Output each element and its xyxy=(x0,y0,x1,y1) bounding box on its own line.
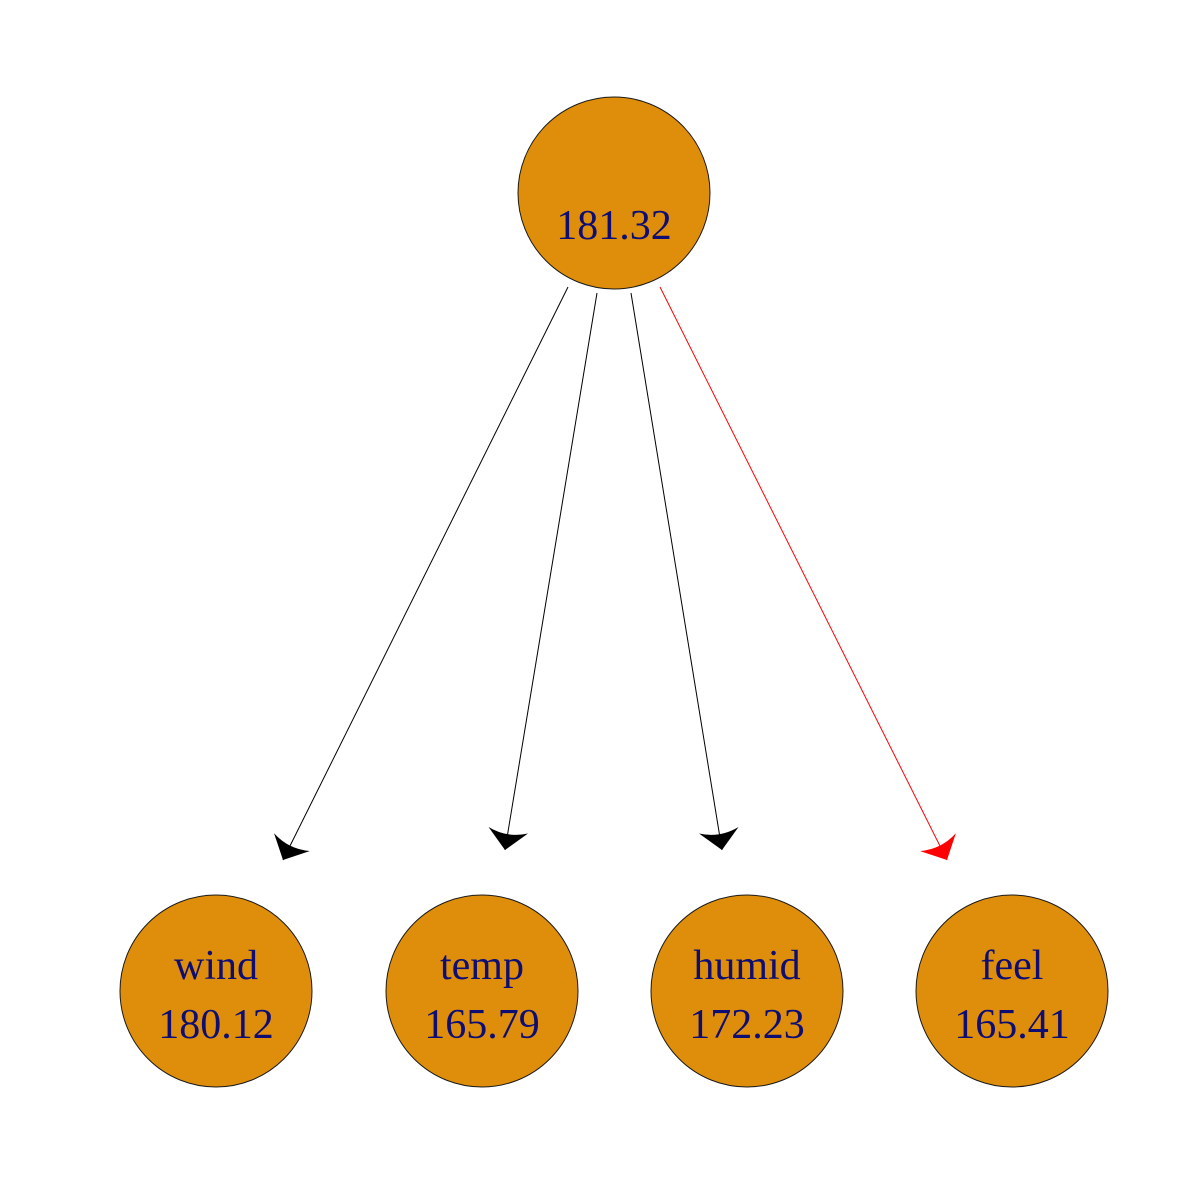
child-node-humid: humid 172.23 xyxy=(650,894,844,1088)
edge-humid xyxy=(630,292,739,851)
root-node-circle xyxy=(517,96,711,290)
child-node-name: humid xyxy=(693,943,800,989)
child-node-value: 165.79 xyxy=(424,1002,540,1048)
child-node-circle xyxy=(385,894,579,1088)
root-node: 181.32 xyxy=(517,96,711,290)
child-node-circle xyxy=(650,894,844,1088)
child-node-wind: wind 180.12 xyxy=(119,894,313,1088)
child-node-temp: temp 165.79 xyxy=(385,894,579,1088)
child-node-circle xyxy=(119,894,313,1088)
child-node-name: feel xyxy=(981,943,1044,989)
child-node-value: 180.12 xyxy=(158,1002,274,1048)
edges-group xyxy=(273,286,956,861)
child-node-name: wind xyxy=(174,943,258,989)
child-node-value: 165.41 xyxy=(954,1002,1070,1048)
root-node-value: 181.32 xyxy=(556,203,672,249)
child-node-circle xyxy=(915,894,1109,1088)
child-node-value: 172.23 xyxy=(689,1002,805,1048)
child-node-name: temp xyxy=(440,943,524,989)
edge-wind xyxy=(273,286,569,861)
edge-feel xyxy=(659,286,956,861)
edge-temp xyxy=(488,292,598,851)
child-node-feel: feel 165.41 xyxy=(915,894,1109,1088)
